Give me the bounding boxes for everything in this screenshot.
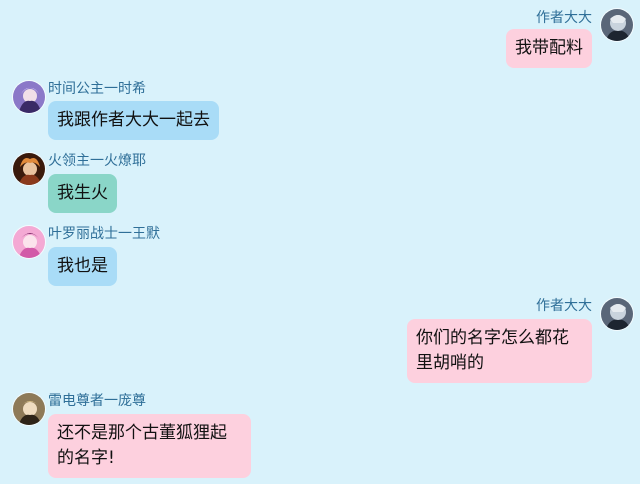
chat-message-time-princess: 时间公主一时希 我跟作者大大一起去	[0, 0, 640, 145]
sender-name: 作者大大	[536, 10, 592, 26]
fire-lord-avatar-icon[interactable]	[12, 152, 46, 186]
sender-name: 叶罗丽战士一王默	[48, 226, 160, 242]
author-avatar-icon[interactable]	[600, 297, 634, 331]
message-bubble[interactable]: 我生火	[48, 174, 117, 213]
sender-name: 火领主一火燎耶	[48, 153, 146, 169]
message-bubble[interactable]: 我带配料	[506, 29, 592, 68]
sender-name: 时间公主一时希	[48, 81, 146, 97]
message-bubble[interactable]: 我跟作者大大一起去	[48, 101, 219, 140]
time-princess-avatar-icon[interactable]	[12, 80, 46, 114]
sender-name: 雷电尊者一庞尊	[48, 393, 146, 409]
thunder-lord-avatar-icon[interactable]	[12, 392, 46, 426]
message-bubble[interactable]: 还不是那个古董狐狸起的名字!	[48, 414, 251, 478]
chat-message-author-2: 作者大大 你们的名字怎么都花里胡哨的	[407, 297, 634, 383]
warrior-avatar-icon[interactable]	[12, 225, 46, 259]
message-bubble[interactable]: 你们的名字怎么都花里胡哨的	[407, 319, 592, 383]
sender-name: 作者大大	[536, 298, 592, 314]
chat-message-warrior: 叶罗丽战士一王默 我也是	[12, 225, 160, 286]
message-bubble[interactable]: 我也是	[48, 247, 117, 286]
chat-message-author-1: 作者大大 我带配料	[0, 0, 640, 70]
author-avatar-icon[interactable]	[600, 8, 634, 42]
chat-message-fire-lord: 火领主一火燎耶 我生火	[0, 0, 640, 215]
